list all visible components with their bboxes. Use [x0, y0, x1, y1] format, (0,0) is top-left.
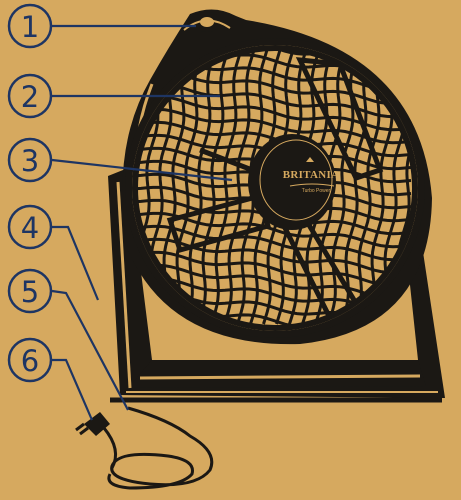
- callout-number: 1: [21, 10, 39, 44]
- callout-number: 3: [21, 144, 39, 178]
- callout-2: 2: [9, 75, 51, 117]
- callout-6: 6: [9, 339, 51, 381]
- callout-3: 3: [9, 139, 51, 181]
- brand-subtitle: Turbo Power: [302, 188, 331, 194]
- callout-1: 1: [9, 5, 51, 47]
- callout-number: 2: [21, 80, 39, 114]
- callout-number: 4: [21, 211, 39, 245]
- callout-4: 4: [9, 206, 51, 248]
- callout-5: 5: [9, 270, 51, 312]
- callout-number: 5: [21, 275, 39, 309]
- callout-number: 6: [21, 344, 39, 378]
- brand-name: BRITANIA: [283, 169, 340, 181]
